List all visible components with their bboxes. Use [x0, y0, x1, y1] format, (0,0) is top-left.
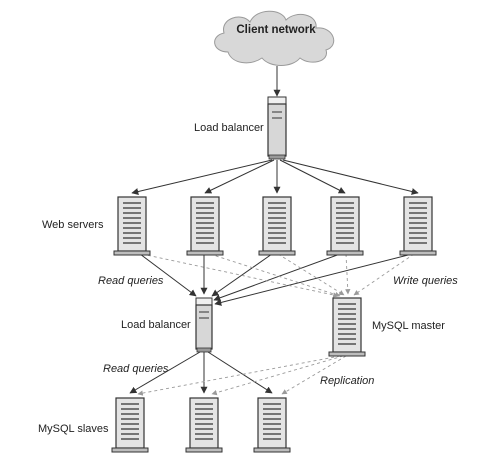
edges-dashed — [137, 253, 415, 396]
web-server-icon — [186, 196, 224, 256]
client-network-label: Client network — [236, 24, 316, 36]
replication-label: Replication — [320, 375, 374, 387]
edge-web1-to-dblb — [139, 253, 197, 297]
load-balancer-icon — [267, 96, 287, 160]
load-balancer-top-label: Load balancer — [194, 122, 264, 134]
edges-solid — [129, 66, 419, 394]
edge-lb-to-web-4 — [279, 159, 346, 194]
edge-write-web3 — [277, 253, 345, 296]
cloud-icon — [214, 10, 335, 66]
mysql-slave-icon — [185, 397, 223, 453]
edge-web5-to-dblb — [214, 253, 413, 306]
web-server-icon — [113, 196, 151, 256]
load-balancer-icon — [195, 297, 213, 353]
read-queries-label-lower: Read queries — [103, 363, 169, 375]
load-balancer-db-label: Load balancer — [121, 319, 191, 331]
mysql-slaves: MySQL slaves — [38, 397, 291, 453]
mysql-master-server-icon — [328, 297, 366, 357]
write-queries-label: Write queries — [393, 275, 458, 287]
load-balancer-db: Load balancer — [121, 297, 213, 353]
edge-write-web4 — [345, 253, 351, 295]
web-servers-label: Web servers — [42, 219, 104, 231]
client-network-cloud: Client network — [214, 10, 335, 66]
web-server-icon — [326, 196, 364, 256]
edge-replication-2 — [211, 355, 344, 396]
edge-replication-3 — [281, 355, 347, 395]
edge-web4-to-dblb — [213, 253, 341, 302]
mysql-slave-icon — [253, 397, 291, 453]
mysql-slaves-label: MySQL slaves — [38, 423, 109, 435]
mysql-slave-row — [111, 397, 291, 453]
edge-dblb-to-slave-1 — [129, 351, 201, 394]
edge-lb-to-web-5 — [282, 159, 419, 195]
edge-replication-1 — [137, 355, 341, 396]
read-queries-label-upper: Read queries — [98, 275, 164, 287]
web-server-row — [113, 196, 437, 256]
web-server-icon — [258, 196, 296, 256]
load-balancer-top: Load balancer — [194, 96, 287, 160]
server-icon — [328, 297, 366, 357]
edge-lb-to-web-2 — [204, 159, 275, 194]
edge-write-web5 — [353, 253, 415, 296]
edge-lb-to-web-1 — [131, 159, 273, 195]
edge-write-web1 — [141, 253, 339, 298]
mysql-slave-icon — [111, 397, 149, 453]
edge-write-web2 — [209, 253, 341, 298]
web-server-icon — [399, 196, 437, 256]
mysql-master: MySQL master — [328, 297, 445, 357]
edge-dblb-to-slave-3 — [207, 351, 273, 394]
mysql-master-label: MySQL master — [372, 320, 445, 332]
web-servers: Web servers — [42, 196, 437, 256]
